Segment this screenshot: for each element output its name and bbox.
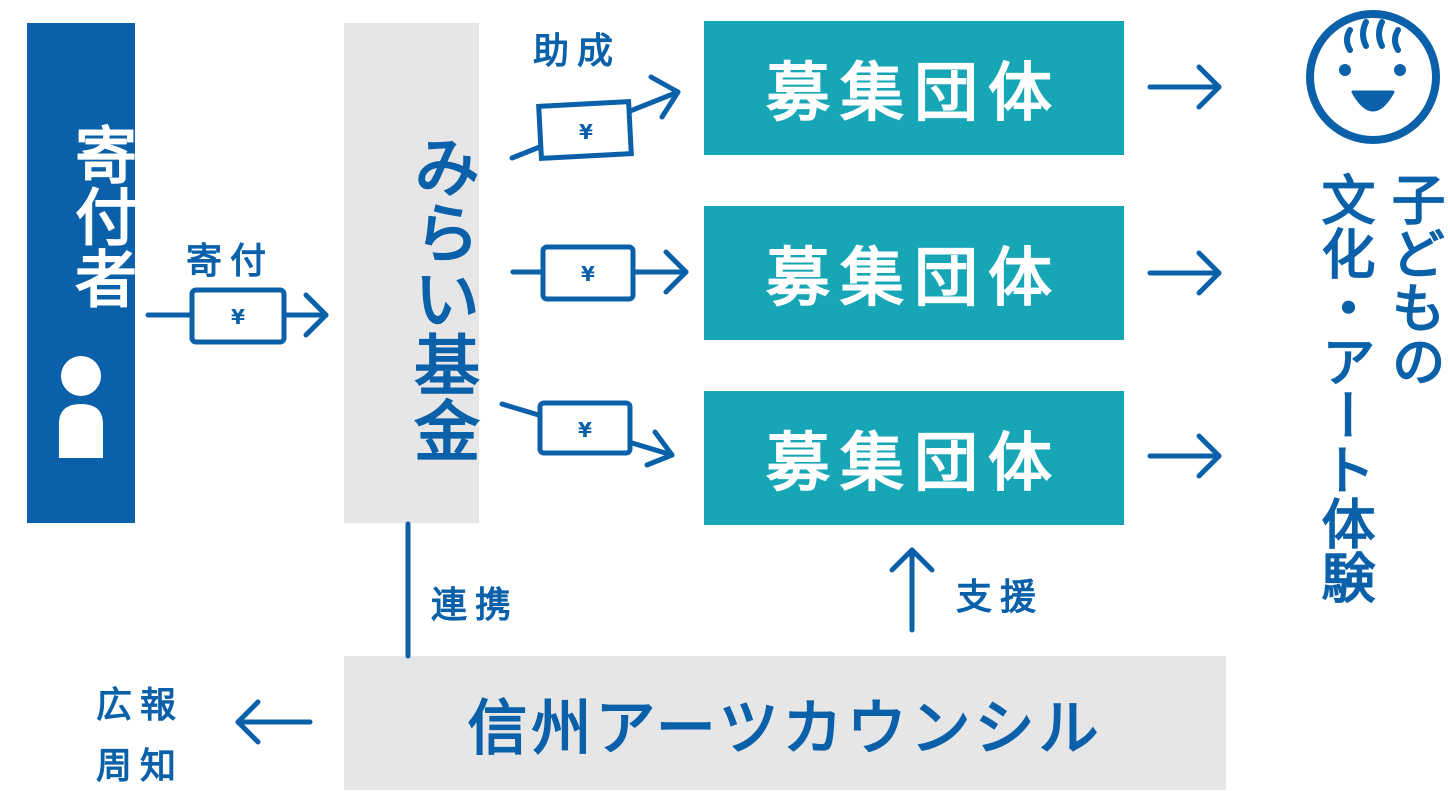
- recruiting-group-2: 募集団体: [704, 206, 1124, 340]
- arrow-right-icon: [1147, 250, 1222, 296]
- banknote-icon: ¥: [540, 244, 636, 302]
- fund-label: みらい基金: [403, 133, 480, 463]
- beneficiary-line1: 子どもの: [1382, 172, 1445, 388]
- grant-label: 助成: [533, 31, 622, 72]
- support-label: 支援: [956, 577, 1045, 618]
- arrow-up-icon: [889, 547, 935, 633]
- fund-box: みらい基金: [344, 23, 480, 523]
- recruiting-group-3: 募集団体: [704, 391, 1124, 525]
- arrow-right-icon: [1147, 64, 1222, 110]
- smiley-face-icon: [1306, 10, 1440, 144]
- banknote-icon: ¥: [536, 99, 634, 161]
- svg-text:¥: ¥: [231, 305, 245, 329]
- donor-box: 寄付者: [27, 23, 137, 523]
- publicity-label-line1: 広報: [96, 685, 185, 726]
- beneficiary-line2: 文化・アート体験: [1312, 172, 1375, 604]
- publicity-label-line2: 周知: [96, 746, 185, 787]
- arts-council-box: 信州アーツカウンシル: [344, 656, 1226, 790]
- cooperate-label: 連携: [431, 585, 520, 626]
- person-icon: [59, 356, 103, 458]
- banknote-icon: ¥: [189, 287, 287, 345]
- svg-text:¥: ¥: [581, 262, 595, 286]
- arrow-right-icon: [1147, 433, 1222, 479]
- donor-label: 寄付者: [64, 123, 137, 309]
- svg-text:¥: ¥: [578, 418, 592, 442]
- recruiting-group-1: 募集団体: [704, 21, 1124, 155]
- arrow-left-icon: [235, 699, 313, 745]
- svg-text:¥: ¥: [579, 120, 593, 144]
- banknote-icon: ¥: [537, 400, 633, 456]
- donate-label: 寄付: [186, 241, 275, 282]
